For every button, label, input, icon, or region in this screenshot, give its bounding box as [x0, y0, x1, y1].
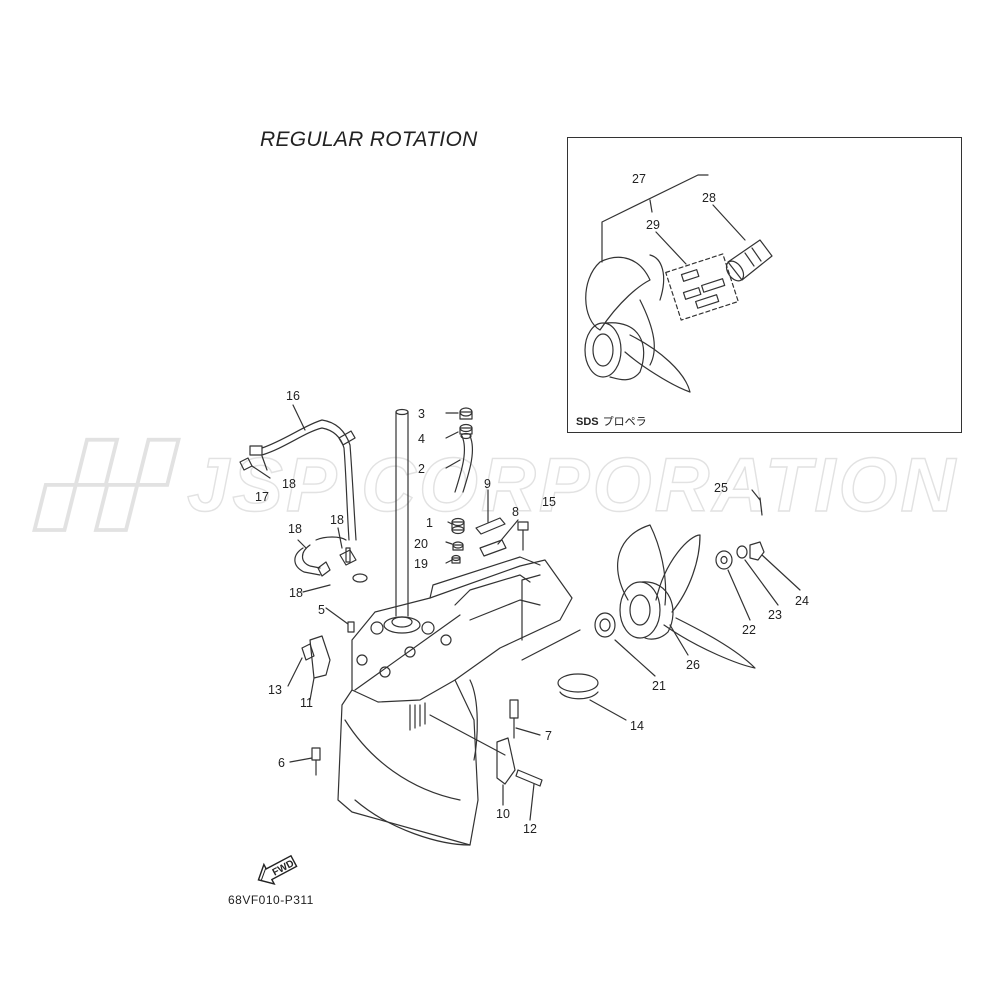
- watermark-text: JSP CORPORATION: [186, 442, 959, 528]
- part-number-label: 2: [418, 462, 425, 476]
- part-number-label: 26: [686, 658, 700, 672]
- part-number-label: 4: [418, 432, 425, 446]
- forward-arrow-icon: FWD: [257, 854, 298, 886]
- part-number-label: 5: [318, 603, 325, 617]
- part-number-label: 19: [414, 557, 428, 571]
- bolts-icon: [311, 521, 529, 776]
- part-number-label: 24: [795, 594, 809, 608]
- inset-hub-icon: [725, 239, 773, 282]
- inset-label-bold: SDS: [576, 416, 599, 428]
- part-number-label: 12: [523, 822, 537, 836]
- part-number-label: 1: [426, 516, 433, 530]
- thrust-washer-icon: [594, 612, 616, 638]
- part-number-label: 28: [702, 191, 716, 205]
- part-number-label: 6: [278, 756, 285, 770]
- inset-spacer-kit-icon: [665, 253, 739, 321]
- part-number-label: 11: [300, 696, 313, 710]
- water-hose-icon: [261, 419, 357, 576]
- seal-strips-icon: [475, 517, 507, 557]
- part-number-label: 23: [768, 608, 782, 622]
- part-number-label: 25: [714, 481, 728, 495]
- part-number-label: 14: [630, 719, 644, 733]
- part-number-label: 29: [646, 218, 660, 232]
- drawing-code: 68VF010-P311: [228, 893, 314, 907]
- drive-shaft: [395, 408, 409, 617]
- diagram-title: REGULAR ROTATION: [260, 128, 478, 151]
- sds-propeller-inset: [567, 137, 962, 433]
- trim-tab-icon: [557, 673, 599, 700]
- part-number-label: 18: [289, 586, 303, 600]
- part-number-labels: 1 2 3 4 5 6 7 8 9 10 11 12 13 14 15 16 1…: [255, 172, 809, 836]
- part-number-label: 17: [255, 490, 269, 504]
- part-number-label: 21: [652, 679, 666, 693]
- inset-propeller-icon: [584, 254, 691, 393]
- fwd-label: FWD: [271, 858, 296, 878]
- part-number-label: 7: [545, 729, 552, 743]
- part-number-label: 9: [484, 477, 491, 491]
- propeller-icon: [617, 524, 756, 669]
- part-number-label: 8: [512, 505, 519, 519]
- part-number-label: 13: [268, 683, 282, 697]
- part-number-label: 20: [414, 537, 428, 551]
- lower-casing-icon: [337, 556, 573, 846]
- water-tube-icon: [454, 432, 474, 493]
- part-number-label: 18: [282, 477, 296, 491]
- part-number-label: 22: [742, 623, 756, 637]
- part-number-label: 18: [330, 513, 344, 527]
- part-number-label: 18: [288, 522, 302, 536]
- watermark-jsp-corporation: ▞▞ JSP CORPORATION: [39, 440, 959, 529]
- leader-lines: [251, 404, 801, 821]
- anode-icon: [301, 635, 543, 787]
- inset-leader-lines: [601, 174, 746, 265]
- part-number-label: 15: [542, 495, 556, 509]
- watermark-logo-icon: ▞▞: [39, 442, 188, 528]
- part-number-label: 27: [632, 172, 646, 186]
- part-number-label: 16: [286, 389, 300, 403]
- grommet-parts-icon: [451, 407, 473, 564]
- inset-label-text: プロペラ: [602, 416, 647, 428]
- part-number-label: 10: [496, 807, 510, 821]
- part-number-label: 3: [418, 407, 425, 421]
- propeller-nut-parts-icon: [715, 497, 765, 570]
